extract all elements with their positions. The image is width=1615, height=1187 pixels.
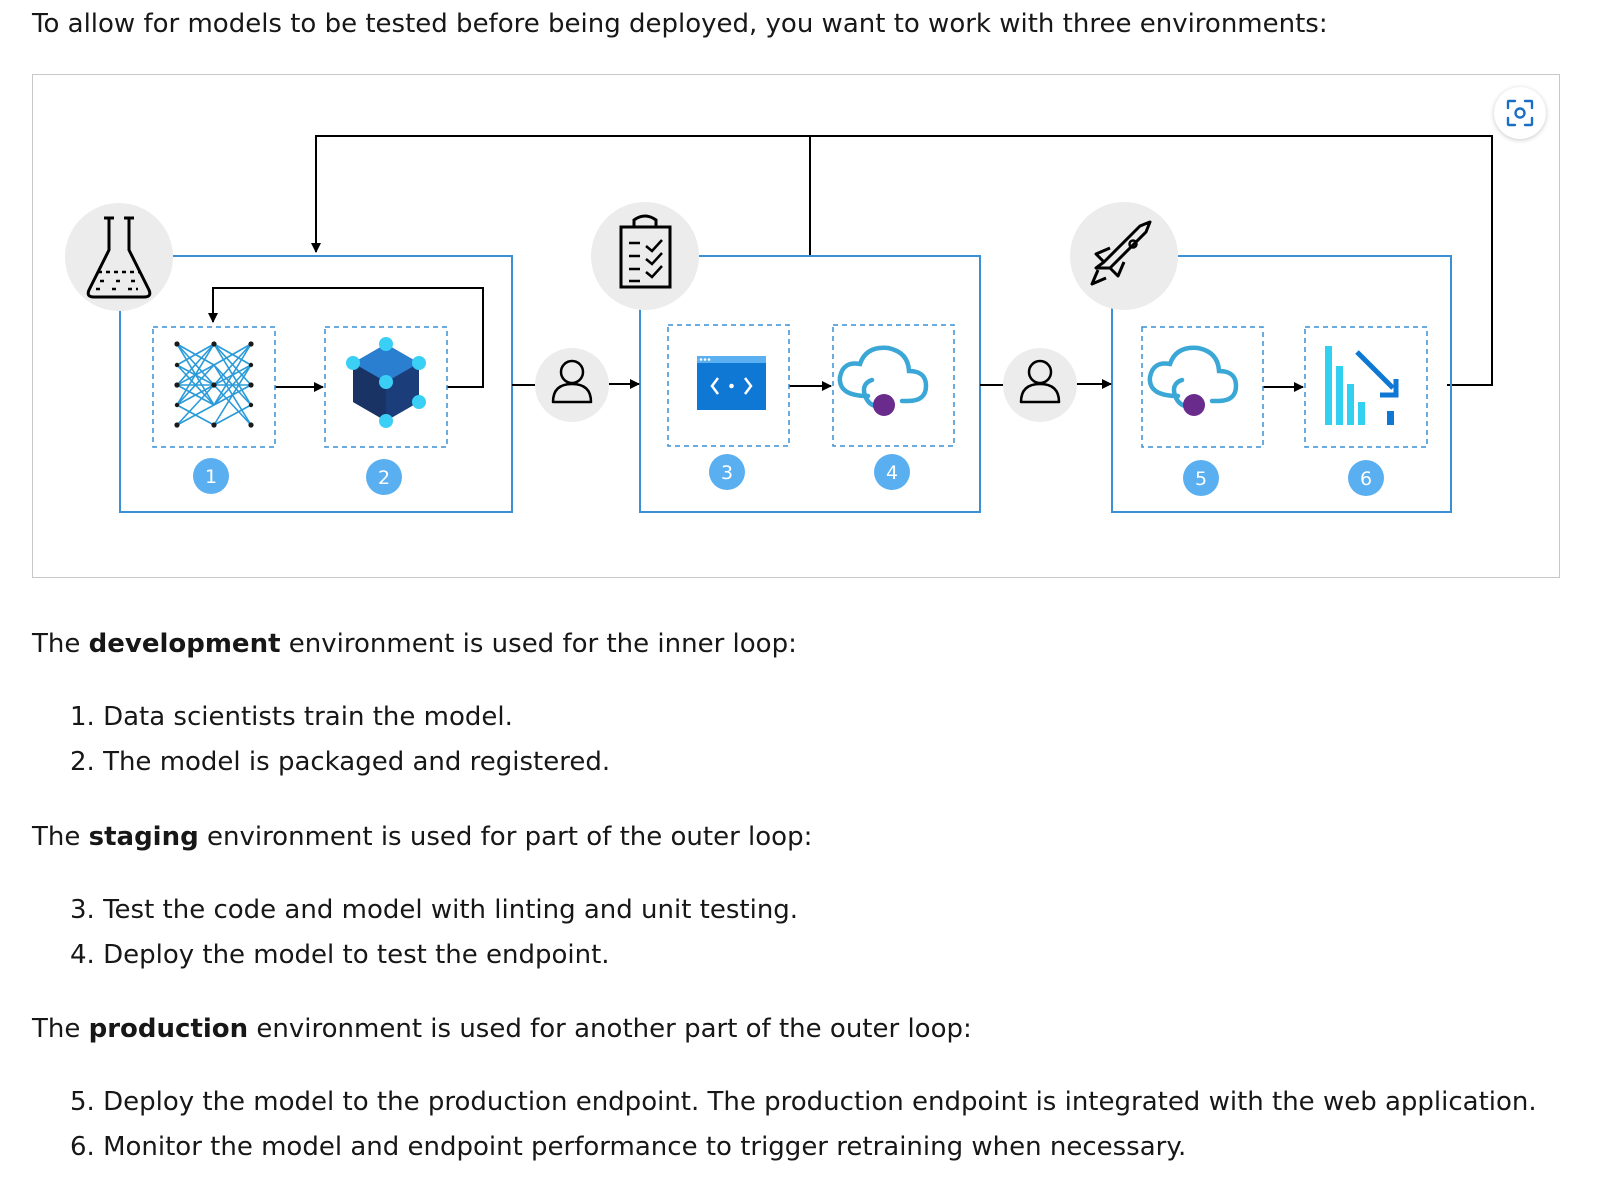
diagram-canvas: 1 2 3 4 5 6 <box>65 135 1493 513</box>
step-4-box <box>832 324 955 447</box>
development-environment-paragraph: The development environment is used for … <box>32 626 797 662</box>
neural-network-icon <box>176 343 252 426</box>
badge-number: 6 <box>1360 468 1372 490</box>
step-badge: 3 <box>709 454 745 490</box>
expand-view-icon <box>1506 99 1534 127</box>
list-item: 5. Deploy the model to the production en… <box>70 1087 1537 1117</box>
step-badge: 5 <box>1183 460 1219 496</box>
inner-loop-arrow <box>208 287 484 388</box>
model-package-icon <box>346 337 426 428</box>
para-suffix: environment is used for part of the oute… <box>198 822 813 852</box>
production-environment-paragraph: The production environment is used for a… <box>32 1011 972 1047</box>
environment-name: production <box>88 1014 249 1044</box>
environment-name: staging <box>88 822 199 852</box>
para-suffix: environment is used for another part of … <box>248 1014 972 1044</box>
rocket-icon <box>1070 202 1178 310</box>
expand-image-button[interactable] <box>1494 87 1546 139</box>
list-item: 1. Data scientists train the model. <box>70 702 513 732</box>
para-prefix: The <box>32 1014 89 1044</box>
badge-number: 1 <box>205 466 217 488</box>
step-badge: 2 <box>366 459 402 495</box>
production-steps-list: 5. Deploy the model to the production en… <box>70 1080 1537 1170</box>
badge-number: 3 <box>721 462 733 484</box>
production-environment-box <box>1111 255 1452 513</box>
mlops-environments-diagram <box>32 74 1560 578</box>
step-badge: 4 <box>874 454 910 490</box>
para-suffix: environment is used for the inner loop: <box>280 629 797 659</box>
cloud-endpoint-icon <box>1147 345 1239 416</box>
cloud-endpoint-icon <box>837 345 929 416</box>
step-badge: 6 <box>1348 460 1384 496</box>
person-approval-icon <box>1003 348 1077 422</box>
step-5-box <box>1141 326 1264 448</box>
list-item: 3. Test the code and model with linting … <box>70 895 799 925</box>
code-window-icon <box>697 356 766 410</box>
monitoring-chart-icon <box>1325 346 1399 425</box>
flow-arrows <box>275 379 1304 392</box>
person-approval-icon <box>535 348 609 422</box>
badge-number: 2 <box>378 467 390 489</box>
list-item: 4. Deploy the model to test the endpoint… <box>70 940 610 970</box>
para-prefix: The <box>32 822 89 852</box>
badge-number: 5 <box>1195 468 1207 490</box>
intro-text: To allow for models to be tested before … <box>32 9 1328 39</box>
para-prefix: The <box>32 629 89 659</box>
step-6-box <box>1304 326 1428 448</box>
clipboard-checklist-icon <box>591 202 699 310</box>
list-item: 6. Monitor the model and endpoint perfor… <box>70 1132 1187 1162</box>
badge-number: 4 <box>886 462 898 484</box>
list-item: 2. The model is packaged and registered. <box>70 747 611 777</box>
environment-name: development <box>88 629 281 659</box>
step-badge: 1 <box>193 458 229 494</box>
retraining-feedback-loop <box>311 135 1493 386</box>
staging-steps-list: 3. Test the code and model with linting … <box>70 888 798 978</box>
development-steps-list: 1. Data scientists train the model. 2. T… <box>70 695 610 785</box>
flask-icon <box>65 203 173 311</box>
staging-environment-paragraph: The staging environment is used for part… <box>32 819 812 855</box>
